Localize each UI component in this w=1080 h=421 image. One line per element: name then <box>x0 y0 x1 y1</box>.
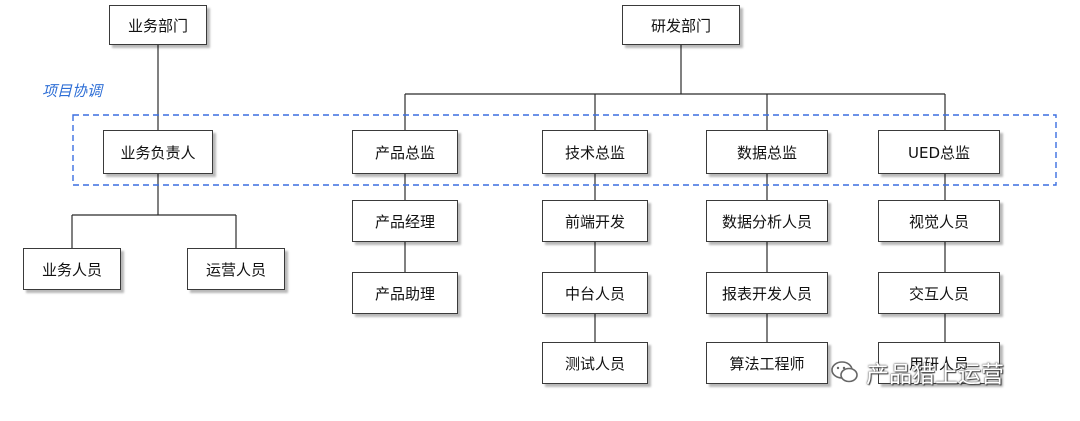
data-analyst-box: 数据分析人员 <box>706 200 828 242</box>
product-assistant-box: 产品助理 <box>352 272 458 314</box>
user-researcher-box: 用研人员 <box>878 342 1000 384</box>
data-director-box: 数据总监 <box>706 130 828 174</box>
watermark-text: 产品猎上运营 <box>866 362 1004 388</box>
tech-director-box: 技术总监 <box>542 130 648 174</box>
product-director-box: 产品总监 <box>352 130 458 174</box>
business-staff-box: 业务人员 <box>23 248 121 290</box>
coordination-label: 项目协调 <box>42 82 103 100</box>
operations-staff-box: 运营人员 <box>187 248 285 290</box>
interaction-designer-box: 交互人员 <box>878 272 1000 314</box>
business-lead-box: 业务负责人 <box>103 130 213 174</box>
watermark: 产品猎上运营 <box>830 355 1004 389</box>
frontend-dev-box: 前端开发 <box>542 200 648 242</box>
visual-designer-box: 视觉人员 <box>878 200 1000 242</box>
rnd-department-box: 研发部门 <box>622 5 740 45</box>
algorithm-engineer-box: 算法工程师 <box>706 342 828 384</box>
middle-platform-box: 中台人员 <box>542 272 648 314</box>
report-dev-box: 报表开发人员 <box>706 272 828 314</box>
business-department-box: 业务部门 <box>109 5 207 45</box>
wechat-icon <box>831 361 858 383</box>
ued-director-box: UED总监 <box>878 130 1000 174</box>
coordination-region <box>72 114 1057 186</box>
product-manager-box: 产品经理 <box>352 200 458 242</box>
qa-staff-box: 测试人员 <box>542 342 648 384</box>
